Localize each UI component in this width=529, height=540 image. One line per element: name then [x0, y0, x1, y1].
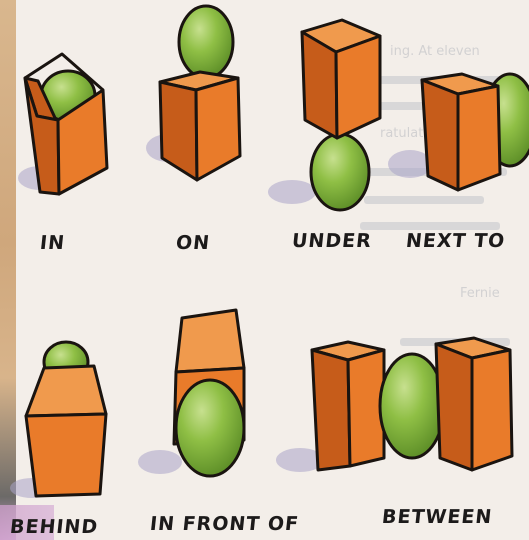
scene-under — [268, 20, 380, 210]
scene-in — [18, 54, 107, 194]
ball — [176, 380, 244, 476]
ball — [179, 6, 233, 78]
box-front — [26, 414, 106, 496]
scene-in-front-of — [138, 310, 244, 476]
label-under: UNDER — [291, 230, 373, 252]
label-on: ON — [175, 232, 211, 254]
box-front — [458, 86, 500, 190]
box-top — [26, 366, 106, 416]
scene-behind — [10, 342, 106, 498]
shadow — [268, 180, 316, 204]
label-behind: BEHIND — [9, 516, 99, 538]
scene-next-to — [388, 74, 529, 190]
shadow — [138, 450, 182, 474]
box-side — [302, 32, 337, 138]
box-front — [196, 78, 240, 180]
box-side — [422, 80, 458, 190]
scene-on — [146, 6, 240, 180]
box-front — [472, 350, 512, 470]
box-top — [176, 310, 244, 372]
scene-between — [276, 338, 512, 472]
label-in: IN — [39, 232, 66, 254]
box-side — [312, 350, 350, 470]
label-between: BETWEEN — [381, 506, 494, 528]
ball — [380, 354, 444, 458]
ball — [311, 134, 369, 210]
label-next-to: NEXT TO — [405, 230, 507, 252]
box-side — [436, 344, 472, 470]
box-front — [336, 36, 380, 138]
label-in-front-of: IN FRONT OF — [149, 513, 300, 535]
box-side — [160, 82, 197, 180]
